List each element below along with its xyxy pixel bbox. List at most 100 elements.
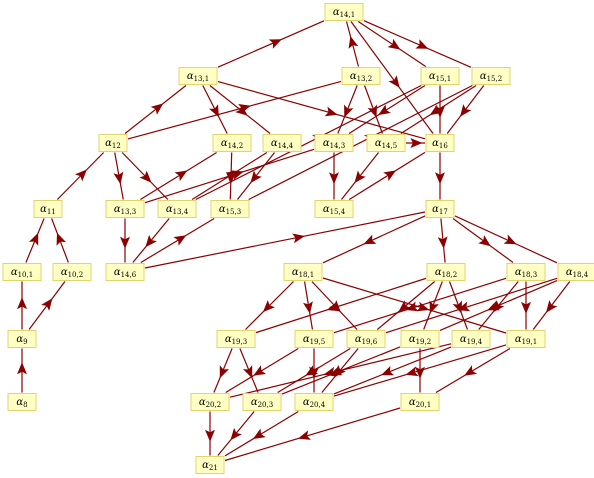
node-subscript: 19,1 [522,338,538,346]
arrowhead-a9-a10_2 [41,298,53,311]
arrowhead-a18_1-a19_3 [262,300,275,313]
node-box [324,3,364,21]
arrowhead-a19_6-a20_3 [305,365,319,376]
arrowhead-a14_5-a15_4 [354,170,366,184]
node-label: α10,1 [11,267,33,279]
node-label: α13,3 [114,204,136,216]
node-subscript: 14,3 [330,142,346,150]
node-symbol: α [202,460,209,471]
node-label: α20,4 [303,397,326,409]
node-symbol: α [429,71,436,82]
node-symbol: α [219,204,226,215]
node-label: α14,2 [221,138,243,150]
node-label: α18,2 [435,267,457,279]
node-symbol: α [166,204,173,215]
node-symbol: α [225,334,232,345]
node-label: α15,4 [323,204,346,216]
edge-a14_1-a15_2 [363,20,472,68]
node-box [105,200,145,218]
node-box [341,67,381,85]
node-box [33,200,63,218]
edge-a18_4-a19_2 [439,279,558,332]
arrowhead-a18_2-a19_6 [398,300,411,312]
node-a15-4: α15,4 [314,200,354,218]
arrowhead-a18_2-a19_3 [326,301,340,312]
arrowhead-a13_3-a14_6 [120,236,130,249]
arrowhead-a14_2-a15_3 [226,172,237,185]
node-a18-1: α18,1 [283,263,323,281]
arrowhead-a18_4-a19_1 [546,300,558,313]
node-box [294,330,334,348]
arrowhead-a11-a12 [75,169,87,182]
node-subscript: 13,4 [173,208,189,216]
arrowhead-a13_1-a14_4 [235,104,248,116]
arrowhead-a19_3-a20_2 [219,365,229,379]
node-a20-1: α20,1 [400,393,440,411]
arrowhead-a17-a18_4 [503,234,517,245]
node-label: α19,4 [460,334,483,346]
arrowhead-a14_6-a15_3 [173,235,187,246]
arrowhead-a18_3-a19_1 [521,301,531,314]
node-subscript: 10,1 [18,271,34,279]
node-label: α19,3 [225,334,247,346]
edge-a18_2-a19_6 [376,281,436,330]
node-box [451,330,491,348]
node-symbol: α [333,7,340,18]
node-subscript: 15,2 [487,75,503,83]
node-a15-3: α15,3 [210,200,250,218]
edge-a12-a13_1 [124,85,187,134]
node-symbol: α [515,267,522,278]
node-label: α14,1 [333,7,355,19]
node-subscript: 18,3 [522,271,538,279]
edge-a14_6-a15_3 [140,217,215,264]
node-subscript: 12 [112,142,121,150]
node-symbol: α [435,267,442,278]
node-label: α15,3 [219,204,241,216]
node-subscript: 19,3 [232,338,248,346]
node-a11: α11 [33,200,63,218]
node-box [98,134,128,152]
node-a20-2: α20,2 [190,393,230,411]
node-box [314,134,354,152]
node-symbol: α [16,334,23,345]
node-label: α11 [40,204,56,216]
arrowhead-a13_3-a14_2 [174,170,188,182]
node-label: α13,4 [166,204,189,216]
arrowhead-a14_1-a15_1 [387,38,401,50]
node-label: α8 [16,397,27,409]
node-subscript: 14,2 [228,142,244,150]
node-subscript: 18,1 [299,271,315,279]
arrowhead-a15_4-a16 [383,170,396,181]
edge-a18_4-a19_6 [385,277,558,334]
arrowhead-a14_3-a15_4 [329,172,339,185]
node-label: α18,4 [566,267,589,279]
node-box [242,393,282,411]
arrowhead-a19_2-a20_1 [415,366,425,379]
node-box [557,263,594,281]
node-a8: α8 [7,393,37,411]
arrowhead-a18_2-a19_2 [429,300,439,314]
arrowhead-a13_2-a14_5 [367,104,377,118]
arrowhead-a20_1-a21 [298,430,311,440]
arrowhead-a12-a13_4 [139,170,152,183]
node-subscript: 21 [209,464,218,472]
node-a20-3: α20,3 [242,393,282,411]
arrowhead-a13_1-a14_1 [268,39,282,49]
node-subscript: 13,1 [194,75,210,83]
node-a18-2: α18,2 [426,263,466,281]
node-symbol: α [323,204,330,215]
node-symbol: α [566,267,573,278]
node-box [471,67,511,85]
edge-a13_3-a14_2 [140,151,217,201]
node-a12: α12 [98,134,128,152]
node-symbol: α [16,397,23,408]
node-box [7,393,37,411]
node-symbol: α [432,138,439,149]
arrowhead-a19_1-a20_4 [405,366,419,377]
node-subscript: 19,4 [467,338,483,346]
node-symbol: α [61,267,68,278]
node-a19-3: α19,3 [216,330,256,348]
